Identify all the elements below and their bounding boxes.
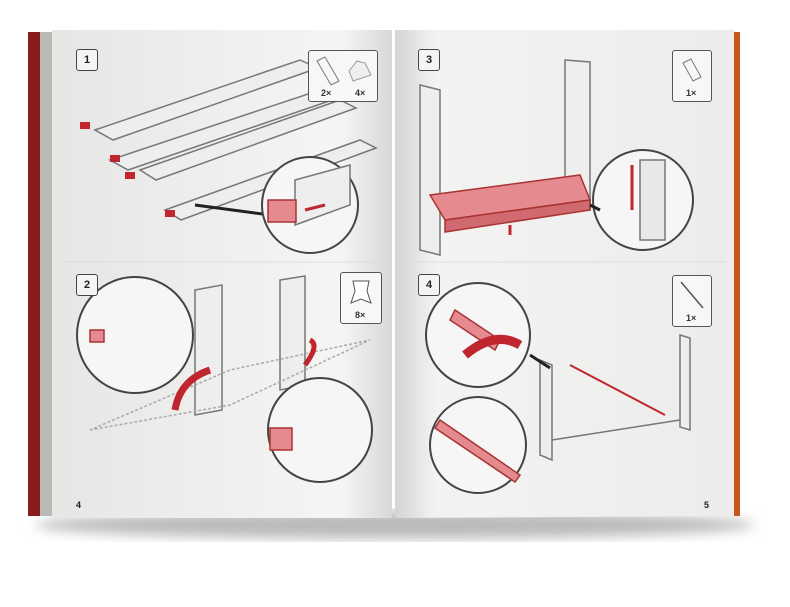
page-number-right: 5 — [704, 500, 710, 510]
part-qty: 8× — [355, 310, 366, 320]
magnifier-detail — [76, 276, 194, 394]
part-qty: 2× — [321, 88, 332, 98]
part-qty: 1× — [686, 313, 697, 323]
parts-box-step3: 1× — [672, 50, 712, 102]
page-number-left: 4 — [76, 500, 82, 510]
magnifier-detail — [267, 377, 373, 483]
step-number-2: 2 — [76, 274, 98, 296]
step3-illustration — [419, 59, 694, 256]
parts-box-step1: 2× 4× — [308, 50, 378, 102]
spine — [28, 32, 42, 516]
step4-illustration — [425, 282, 691, 494]
part-qty: 4× — [355, 88, 366, 98]
bracket-part-icon — [350, 280, 372, 304]
right-edge — [734, 32, 740, 516]
shelf-part-icon — [682, 58, 702, 82]
parts-box-step4: 1× — [672, 275, 712, 327]
rod-part-icon — [680, 281, 704, 309]
step-number-1: 1 — [76, 49, 98, 71]
parts-box-step2: 8× — [340, 272, 382, 324]
step-number-4: 4 — [418, 274, 440, 296]
step-number-3: 3 — [418, 49, 440, 71]
frame-part-icon — [316, 56, 372, 86]
part-qty: 1× — [686, 88, 697, 98]
step2-illustration — [76, 275, 373, 483]
step1-illustration — [80, 59, 378, 254]
